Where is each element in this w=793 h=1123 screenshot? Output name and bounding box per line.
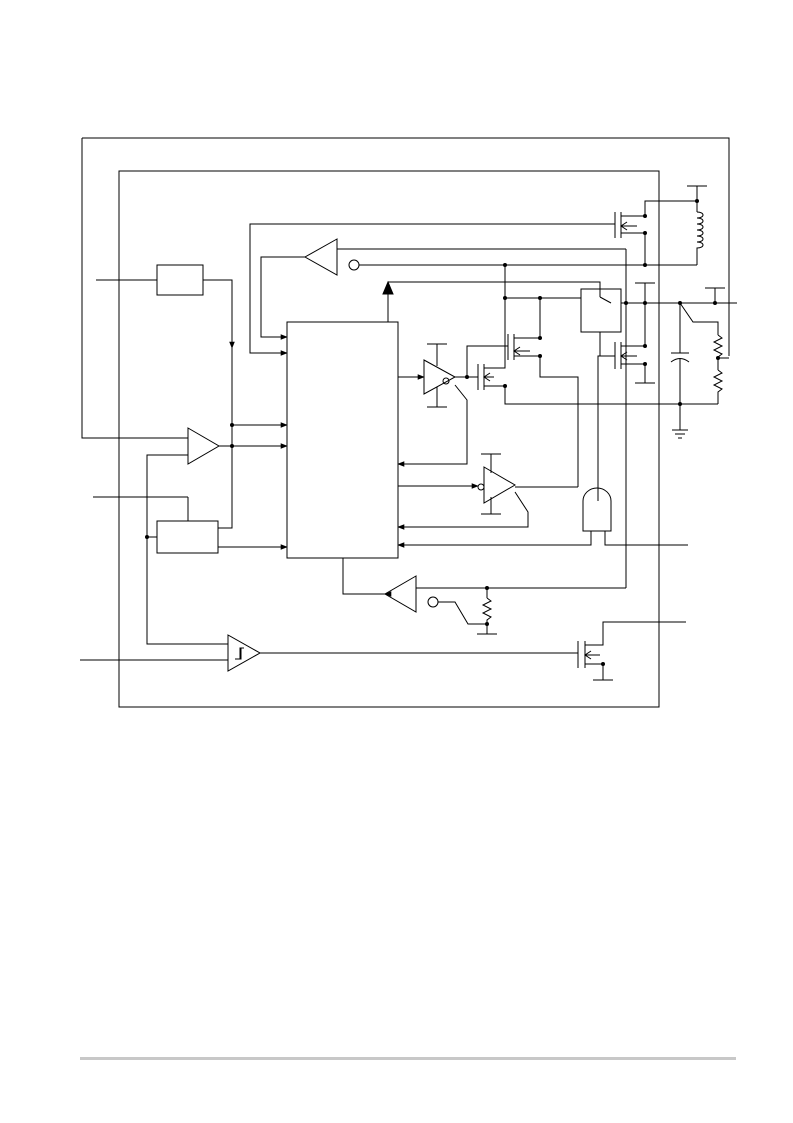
error-amp-bubble — [477, 483, 485, 491]
footer-rule — [80, 1057, 736, 1060]
driver-buffer — [423, 359, 457, 395]
mos-mid-s — [621, 363, 646, 383]
od-mos-s — [585, 663, 604, 680]
mos-a-d — [484, 298, 506, 369]
and-in-a — [397, 531, 592, 548]
divider-r1 — [712, 334, 724, 370]
mos-mid-d — [621, 283, 646, 347]
mos-b-arrow — [513, 346, 530, 356]
capacitor — [670, 352, 690, 363]
chip-outline — [118, 170, 660, 708]
bottom-block-up — [218, 425, 233, 529]
divider-r2 — [712, 369, 724, 404]
control-logic-block — [286, 321, 399, 559]
driver-out-to-mos — [466, 345, 508, 377]
mos-a-arrow — [483, 372, 494, 382]
driver-bubble — [442, 377, 450, 385]
outer-boundary — [82, 138, 729, 438]
mos-a-s — [484, 385, 718, 405]
od-mos-d — [585, 621, 686, 646]
bottom-amp-bubble — [427, 596, 439, 608]
inductor — [696, 211, 704, 265]
top-gate-line — [249, 223, 615, 356]
bottom-amp — [384, 575, 417, 613]
out-to-divider — [679, 302, 719, 335]
comparator-in-neg — [146, 454, 228, 645]
bottom-amp-out — [342, 558, 392, 597]
control-up-to-switch — [388, 281, 601, 297]
input-block-bottom — [156, 520, 219, 554]
input-block-top — [156, 264, 204, 296]
ground — [672, 429, 688, 439]
od-mos-arrow — [584, 650, 600, 660]
top-block-to-control — [203, 279, 288, 428]
schmitt-symbol — [235, 647, 244, 660]
junction-dots — [145, 199, 720, 666]
comparator-left — [187, 427, 220, 465]
error-amp-fb — [397, 491, 529, 530]
mos-top-d — [621, 200, 697, 217]
mos-b-d — [514, 298, 541, 339]
bottom-amp-bubble-line — [438, 601, 487, 625]
error-amp — [483, 466, 516, 504]
mos-b-s — [514, 355, 579, 487]
mos-mid-arrow — [620, 351, 637, 361]
schmitt-buffer — [227, 634, 262, 672]
up-arrow-head — [382, 280, 394, 295]
mos-mid-gate-line — [597, 355, 615, 501]
switch-box — [580, 288, 622, 333]
top-amp — [303, 238, 338, 276]
and-gate — [582, 487, 612, 532]
mos-top-arrow — [620, 221, 637, 231]
driver-fb — [397, 384, 468, 467]
top-amp-out — [260, 256, 305, 340]
inverter-bubble-top — [348, 259, 360, 271]
and-in-b — [604, 531, 688, 546]
outer-loop — [81, 137, 730, 439]
bottom-resistor — [481, 597, 493, 634]
